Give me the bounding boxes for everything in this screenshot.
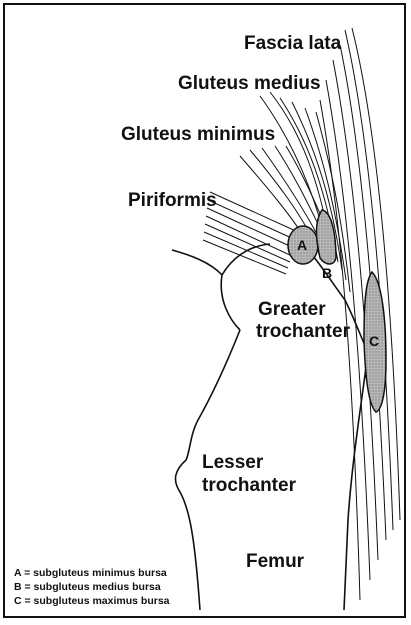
gluteus-minimus-fibers	[240, 146, 326, 240]
label-lesser-trochanter-line2: trochanter	[202, 476, 296, 495]
legend-item-c: C = subgluteus maximus bursa	[14, 596, 170, 607]
legend-item-a: A = subgluteus minimus bursa	[14, 568, 167, 579]
label-greater-trochanter-line1: Greater	[258, 300, 326, 319]
bursa-a-letter: A	[297, 237, 307, 253]
fascia-lata-fibers	[320, 28, 400, 600]
label-lesser-trochanter-line1: Lesser	[202, 453, 263, 472]
piriformis-fibers	[203, 192, 298, 274]
bursa-c-letter: C	[369, 333, 379, 349]
label-gluteus-medius: Gluteus medius	[178, 74, 321, 93]
label-gluteus-minimus: Gluteus minimus	[121, 125, 275, 144]
label-femur: Femur	[246, 552, 304, 571]
legend-item-b: B = subgluteus medius bursa	[14, 582, 161, 593]
label-fascia-lata: Fascia lata	[244, 34, 341, 53]
label-piriformis: Piriformis	[128, 191, 217, 210]
bursa-b-letter: B	[322, 265, 332, 281]
label-greater-trochanter-line2: trochanter	[256, 322, 350, 341]
